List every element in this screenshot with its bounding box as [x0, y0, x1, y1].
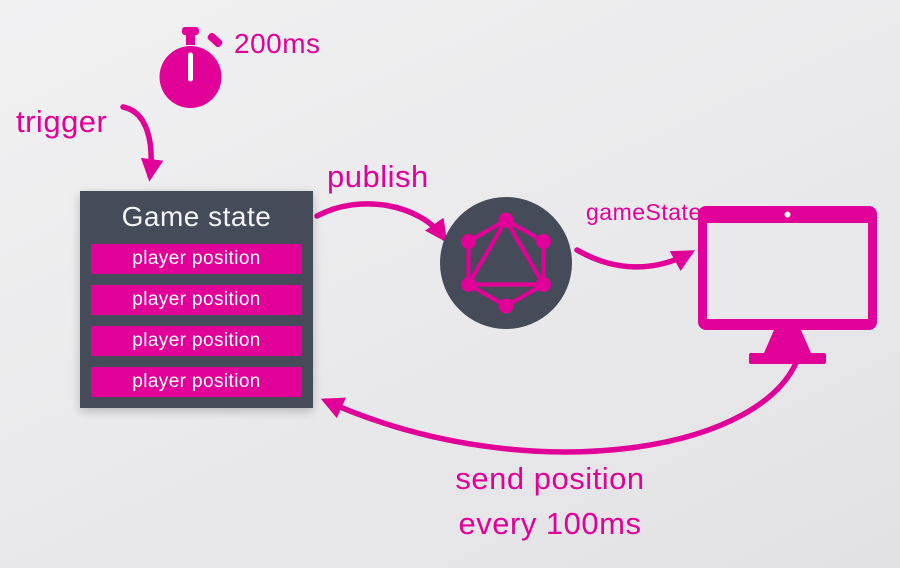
gamestate-label: gameState: [586, 199, 702, 225]
player-position-row: player position: [91, 367, 302, 397]
trigger-label: trigger: [16, 104, 108, 139]
stopwatch-icon: [159, 27, 223, 108]
game-state-panel: Game state player position player positi…: [80, 191, 313, 408]
player-position-row: player position: [91, 326, 302, 356]
graphql-logo-icon: [440, 197, 572, 329]
return-label: send position every 100ms: [408, 456, 692, 546]
player-position-row: player position: [91, 285, 302, 315]
publish-label: publish: [327, 159, 429, 194]
publish-arrow: [314, 201, 448, 243]
monitor-icon: [698, 206, 877, 364]
return-arrow: [320, 349, 803, 455]
trigger-arrow: [120, 104, 164, 182]
gamestate-arrow: [574, 247, 695, 271]
return-label-line1: send position: [455, 461, 645, 496]
timer-label: 200ms: [234, 28, 321, 59]
return-label-line2: every 100ms: [458, 506, 642, 541]
game-state-title: Game state: [121, 201, 272, 232]
player-position-row: player position: [91, 244, 302, 274]
